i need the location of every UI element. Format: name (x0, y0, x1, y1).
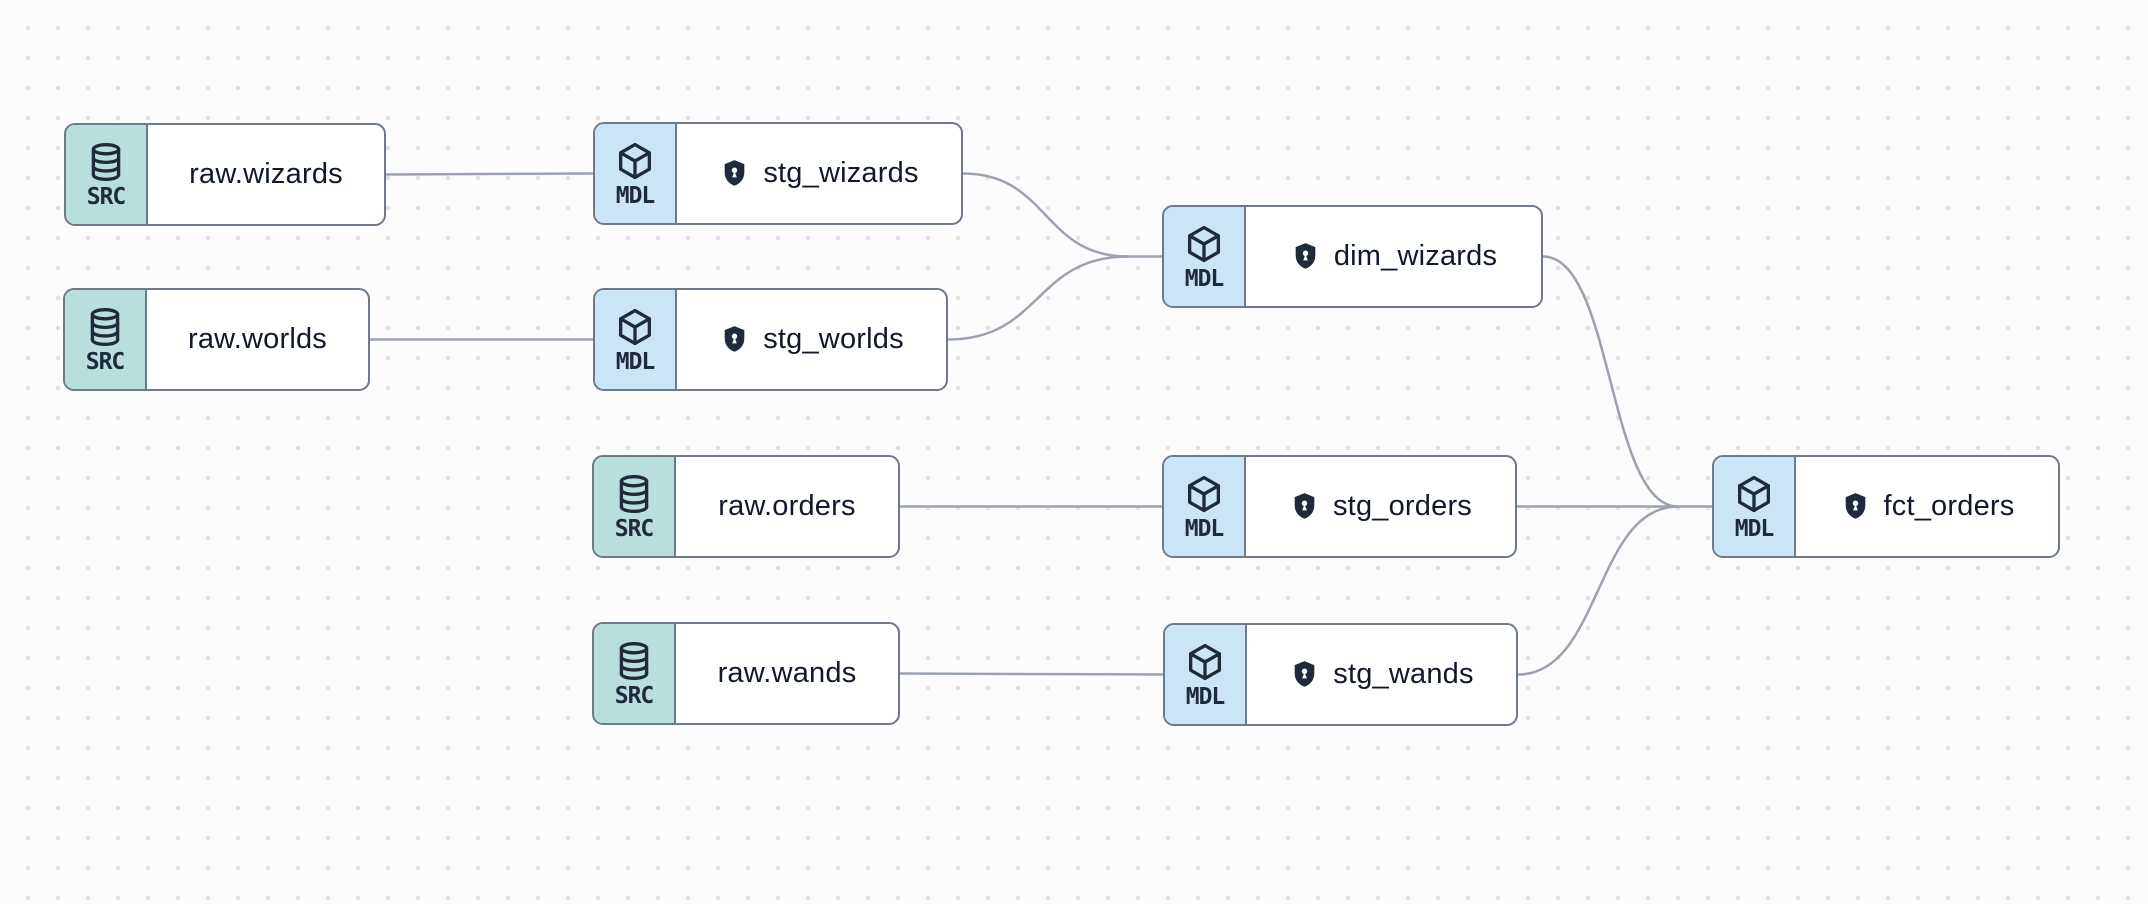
node-type-badge: MDL (595, 290, 677, 389)
node-body: raw.worlds (147, 290, 368, 389)
node-stg_wands[interactable]: MDL stg_wands (1163, 623, 1518, 726)
node-type-label: SRC (86, 183, 127, 210)
cube-icon (1183, 473, 1225, 515)
node-fct_orders[interactable]: MDL fct_orders (1712, 455, 2060, 558)
node-raw_wands[interactable]: SRC raw.wands (592, 622, 900, 725)
node-label: stg_wands (1333, 658, 1474, 690)
node-body: stg_worlds (677, 290, 946, 389)
database-icon (84, 306, 126, 348)
node-type-label: SRC (85, 348, 126, 375)
node-type-label: SRC (614, 515, 655, 542)
edge-dim_wizards-to-fct_orders (1542, 255, 1679, 508)
node-type-label: MDL (1184, 515, 1225, 542)
node-raw_orders[interactable]: SRC raw.orders (592, 455, 900, 558)
shield-lock-icon (1840, 491, 1871, 522)
node-type-label: MDL (1184, 265, 1225, 292)
node-type-label: MDL (1185, 683, 1226, 710)
edge-stg_wizards-to-dim_wizards (962, 172, 1129, 258)
node-raw_worlds[interactable]: SRC raw.worlds (63, 288, 370, 391)
node-label: raw.orders (718, 490, 856, 522)
edge-stg_wands-to-fct_orders (1517, 505, 1679, 676)
edge-raw_wands-to-stg_wands (899, 672, 1164, 676)
node-type-badge: SRC (65, 290, 147, 389)
cube-icon (1184, 641, 1226, 683)
node-type-badge: SRC (594, 624, 676, 723)
database-icon (613, 473, 655, 515)
node-type-label: MDL (615, 182, 656, 209)
node-body: stg_orders (1246, 457, 1515, 556)
node-label: raw.worlds (188, 323, 327, 355)
node-stg_worlds[interactable]: MDL stg_worlds (593, 288, 948, 391)
node-label: fct_orders (1883, 490, 2015, 522)
edge-raw_wizards-to-stg_wizards (385, 172, 594, 176)
node-body: raw.orders (676, 457, 898, 556)
cube-icon (614, 306, 656, 348)
database-icon (613, 640, 655, 682)
node-type-badge: MDL (1714, 457, 1796, 556)
node-type-badge: MDL (595, 124, 677, 223)
shield-lock-icon (1289, 491, 1320, 522)
node-label: dim_wizards (1333, 240, 1498, 272)
node-dim_wizards[interactable]: MDL dim_wizards (1162, 205, 1543, 308)
database-icon (85, 141, 127, 183)
cube-icon (614, 140, 656, 182)
cube-icon (1183, 223, 1225, 265)
shield-lock-icon (719, 158, 750, 189)
node-body: stg_wands (1247, 625, 1516, 724)
node-stg_wizards[interactable]: MDL stg_wizards (593, 122, 963, 225)
node-type-label: MDL (1734, 515, 1775, 542)
node-body: dim_wizards (1246, 207, 1541, 306)
node-body: raw.wizards (148, 125, 384, 224)
node-label: stg_worlds (763, 323, 904, 355)
node-label: stg_wizards (763, 157, 919, 189)
node-type-badge: SRC (594, 457, 676, 556)
shield-lock-icon (1290, 241, 1321, 272)
node-type-badge: MDL (1164, 457, 1246, 556)
node-stg_orders[interactable]: MDL stg_orders (1162, 455, 1517, 558)
edge-stg_worlds-to-dim_wizards (947, 255, 1129, 341)
node-label: raw.wands (717, 657, 857, 689)
node-label: raw.wizards (189, 158, 343, 190)
cube-icon (1733, 473, 1775, 515)
node-raw_wizards[interactable]: SRC raw.wizards (64, 123, 386, 226)
node-type-label: MDL (615, 348, 656, 375)
node-type-badge: MDL (1165, 625, 1247, 724)
node-body: fct_orders (1796, 457, 2058, 556)
node-body: raw.wands (676, 624, 898, 723)
node-type-badge: MDL (1164, 207, 1246, 306)
node-label: stg_orders (1332, 490, 1472, 522)
shield-lock-icon (1289, 659, 1320, 690)
node-type-badge: SRC (66, 125, 148, 224)
node-body: stg_wizards (677, 124, 961, 223)
node-type-label: SRC (614, 682, 655, 709)
shield-lock-icon (719, 324, 750, 355)
